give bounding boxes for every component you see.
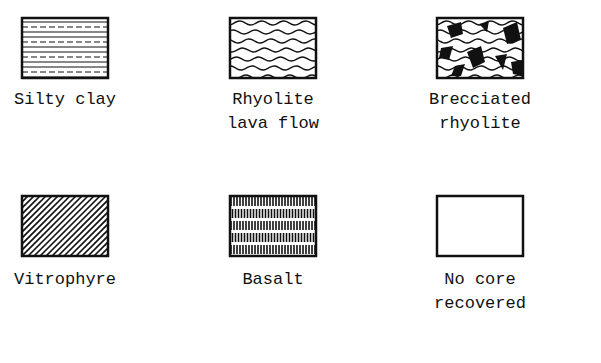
legend-label: Rhyolite lava flow — [211, 88, 335, 136]
legend-label: Silty clay — [3, 88, 127, 112]
pattern-swatch — [228, 16, 318, 80]
pattern-swatch — [20, 16, 110, 80]
legend-label: Vitrophyre — [3, 268, 127, 292]
pattern-swatch — [435, 194, 525, 258]
pattern-swatch — [228, 194, 318, 258]
legend-label: No core recovered — [418, 268, 542, 316]
pattern-swatch — [435, 16, 525, 80]
legend-label: Brecciated rhyolite — [418, 88, 542, 136]
legend-label: Basalt — [211, 268, 335, 292]
pattern-swatch — [20, 194, 110, 258]
